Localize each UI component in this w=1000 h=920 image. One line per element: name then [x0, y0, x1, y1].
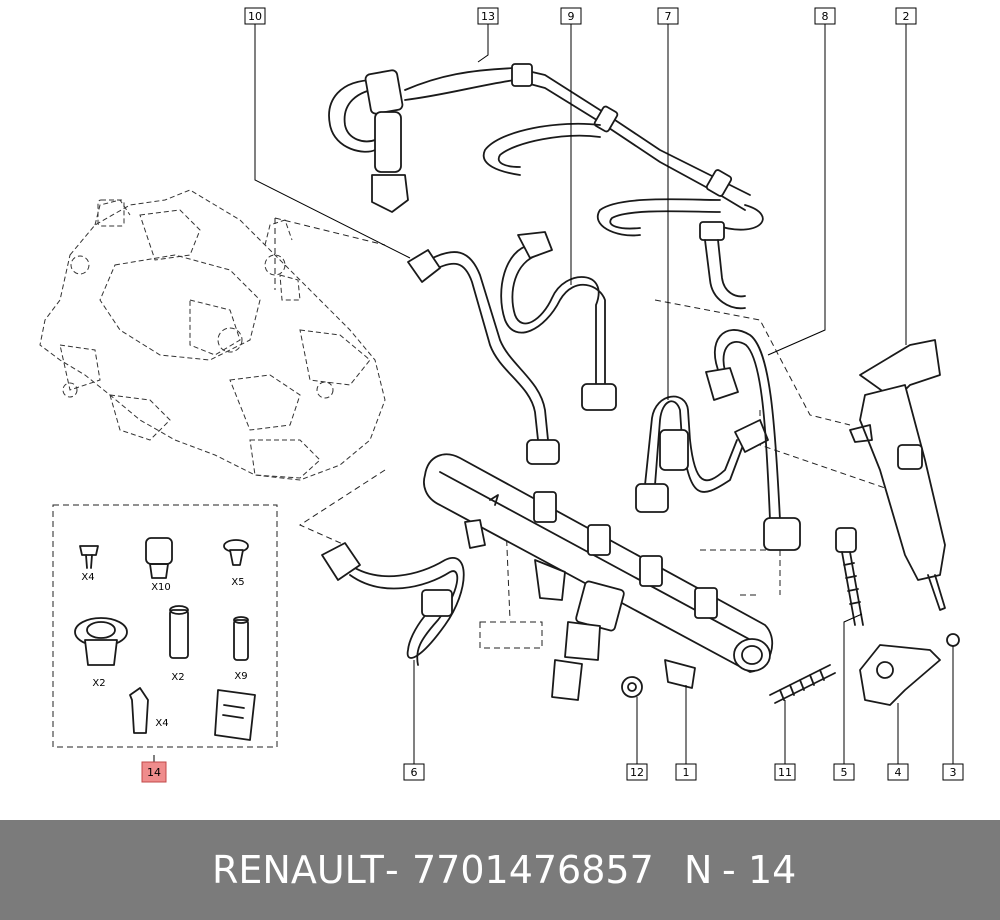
leader-lines [153, 24, 954, 764]
callout-8: 8 [814, 7, 836, 25]
kit-pin [233, 616, 249, 661]
svg-text:13: 13 [481, 10, 495, 23]
qty-cap: X4 [81, 572, 94, 583]
qty-grommet: X2 [92, 678, 105, 689]
callout-10: 10 [244, 7, 266, 25]
exploded-parts-diagram: X4 X10 X5 X2 X2 X9 X4 10 13 9 7 [39, 7, 964, 783]
stud [769, 664, 836, 704]
kit-instruction-leaflet [214, 689, 256, 741]
fuel-rail [423, 453, 774, 689]
qty-clip: X4 [155, 718, 168, 729]
svg-text:5: 5 [841, 766, 848, 779]
footer-ref-prefix: N [684, 848, 713, 892]
callout-13: 13 [477, 7, 499, 25]
footer-brand: RENAULT [212, 848, 384, 892]
injector-pipe-10 [407, 249, 560, 465]
injector-pipe-9 [500, 231, 617, 411]
callout-3: 3 [942, 763, 964, 781]
footer-separator: - [385, 848, 399, 892]
kit-clip [129, 687, 149, 734]
injector-pipe-8 [705, 329, 801, 551]
callout-6: 6 [403, 763, 425, 781]
svg-text:3: 3 [950, 766, 957, 779]
footer-bar: RENAULT - 7701476857 N - 14 [0, 820, 1000, 920]
footer-ref-number: 14 [748, 848, 797, 892]
kit-grommet [74, 617, 128, 666]
kit-cap [79, 545, 99, 569]
qty-nut: X10 [151, 582, 171, 593]
return-hose-assembly [328, 63, 764, 310]
callout-7: 7 [657, 7, 679, 25]
callout-2: 2 [895, 7, 917, 25]
kit-spacer [169, 605, 189, 659]
footer-part-number: 7701476857 [412, 848, 654, 892]
bolt [835, 527, 864, 626]
callout-1: 1 [675, 763, 697, 781]
callout-5: 5 [833, 763, 855, 781]
nut [621, 676, 643, 698]
callout-9: 9 [560, 7, 582, 25]
injector-clamp [859, 644, 941, 706]
fuel-injector [849, 339, 946, 611]
callout-11: 11 [774, 763, 796, 781]
injector-pipe-7 [635, 395, 769, 513]
svg-text:6: 6 [411, 766, 418, 779]
svg-text:11: 11 [778, 766, 792, 779]
qty-spacer: X2 [171, 672, 184, 683]
callout-4: 4 [887, 763, 909, 781]
svg-text:7: 7 [665, 10, 672, 23]
qty-pin: X9 [234, 671, 247, 682]
qty-plug: X5 [231, 577, 244, 588]
svg-text:14: 14 [147, 766, 161, 779]
repair-kit-box: X4 X10 X5 X2 X2 X9 X4 [52, 504, 278, 748]
callout-14: 14 [141, 761, 167, 783]
footer-ref-separator: - [722, 848, 736, 892]
callout-12: 12 [626, 763, 648, 781]
copper-washer [946, 633, 960, 647]
rail-pressure-sensor [551, 580, 625, 701]
svg-text:8: 8 [822, 10, 829, 23]
kit-plug [223, 539, 249, 566]
svg-text:2: 2 [903, 10, 910, 23]
supply-pipe [321, 542, 465, 666]
high-pressure-pump-ghost [39, 189, 386, 481]
svg-text:1: 1 [683, 766, 690, 779]
svg-text:10: 10 [248, 10, 262, 23]
svg-text:12: 12 [630, 766, 644, 779]
kit-nut [145, 537, 173, 579]
svg-text:9: 9 [568, 10, 575, 23]
svg-text:4: 4 [895, 766, 902, 779]
